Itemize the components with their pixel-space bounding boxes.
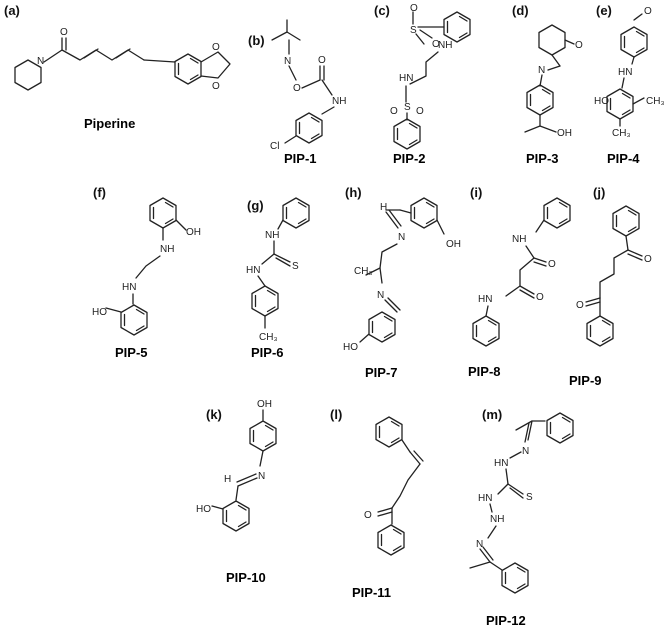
atom-label: HN: [478, 294, 492, 305]
compound-name: PIP-12: [486, 613, 526, 628]
atom-label: N: [284, 56, 291, 67]
atom-label: OH: [557, 128, 572, 139]
atom-label: O: [212, 81, 220, 92]
panel-e: (e) O HN HO CH₃ CH₃ PIP-4: [594, 3, 665, 166]
atom-label: H: [380, 202, 387, 213]
atom-label: HO: [594, 96, 609, 107]
panel-letter-g: (g): [247, 198, 264, 213]
atom-label: N: [522, 446, 529, 457]
atom-label: NH: [438, 40, 452, 51]
compound-name: PIP-9: [569, 373, 602, 388]
panel-letter-m: (m): [482, 407, 502, 422]
atom-label: HN: [478, 493, 492, 504]
atom-label: NH: [265, 230, 279, 241]
atom-label: O: [364, 510, 372, 521]
panel-letter-l: (l): [330, 407, 342, 422]
panel-m: (m) N HN S HN NH N PIP-12: [469, 407, 574, 628]
atom-label: O: [212, 42, 220, 53]
panel-j: (j) O O PIP-9: [569, 185, 652, 388]
atom-label: HN: [494, 458, 508, 469]
atom-label: N: [476, 539, 483, 550]
panel-c: (c) S O O NH HN S O O PIP-2: [374, 3, 471, 166]
atom-label: O: [410, 3, 418, 14]
atom-label: NH: [490, 514, 504, 525]
atom-label: O: [318, 55, 326, 66]
panel-letter-h: (h): [345, 185, 362, 200]
atom-label: O: [416, 106, 424, 117]
atom-label: O: [644, 254, 652, 265]
panel-k: (k) OH N H HO PIP-10: [196, 399, 277, 585]
atom-label: CH₃: [612, 128, 631, 139]
atom-label: N: [398, 232, 405, 243]
atom-label: N: [377, 290, 384, 301]
panel-letter-b: (b): [248, 33, 265, 48]
atom-label: Cl: [270, 141, 279, 152]
atom-label: HN: [399, 73, 413, 84]
panel-a: (a) N O O O Piperine: [4, 3, 231, 131]
atom-label: HO: [92, 307, 107, 318]
panel-h: (h) H OH N CH₃ N HO PIP-7: [343, 185, 461, 380]
atom-label: NH: [332, 96, 346, 107]
atom-label: N: [258, 471, 265, 482]
atom-label: OH: [446, 239, 461, 250]
panel-l: (l) O PIP-11: [330, 407, 424, 600]
compound-name: PIP-11: [352, 585, 391, 600]
atom-label: H: [224, 474, 231, 485]
atom-label: HO: [343, 342, 358, 353]
atom-label: S: [410, 25, 417, 36]
atom-label: S: [292, 261, 299, 272]
compound-name: PIP-2: [393, 151, 426, 166]
atom-label: CH₃: [646, 96, 665, 107]
atom-label: O: [293, 83, 301, 94]
compound-name: PIP-4: [607, 151, 640, 166]
panel-letter-i: (i): [470, 185, 482, 200]
atom-label: O: [576, 300, 584, 311]
compound-name: Piperine: [84, 116, 135, 131]
atom-label: OH: [257, 399, 272, 410]
atom-label: O: [390, 106, 398, 117]
panel-i: (i) NH O O HN PIP-8: [468, 185, 571, 379]
atom-label: O: [432, 39, 440, 50]
atom-label: O: [575, 40, 583, 51]
compound-name: PIP-5: [115, 345, 148, 360]
panel-letter-c: (c): [374, 3, 390, 18]
compound-name: PIP-6: [251, 345, 284, 360]
atom-label: HN: [618, 67, 632, 78]
panel-d: (d) O N OH PIP-3: [512, 3, 583, 166]
atom-label: O: [548, 259, 556, 270]
compound-name: PIP-10: [226, 570, 266, 585]
atom-label: HN: [122, 282, 136, 293]
compound-name: PIP-8: [468, 364, 501, 379]
atom-label: O: [60, 27, 68, 38]
panel-letter-e: (e): [596, 3, 612, 18]
panel-letter-f: (f): [93, 185, 106, 200]
panel-f: (f) OH NH HN HO PIP-5: [92, 185, 201, 360]
panel-letter-a: (a): [4, 3, 20, 18]
atom-label: O: [536, 292, 544, 303]
atom-label: HO: [196, 504, 211, 515]
atom-label: S: [404, 102, 411, 113]
atom-label: N: [37, 56, 44, 67]
atom-label: OH: [186, 227, 201, 238]
atom-label: N: [538, 65, 545, 76]
atom-label: CH₃: [259, 332, 278, 343]
atom-label: O: [644, 6, 652, 17]
atom-label: HN: [246, 265, 260, 276]
panel-g: (g) NH S HN CH₃ PIP-6: [246, 197, 310, 360]
atom-label: NH: [512, 234, 526, 245]
compound-name: PIP-7: [365, 365, 398, 380]
compound-name: PIP-3: [526, 151, 559, 166]
atom-label: CH₃: [354, 266, 373, 277]
atom-label: S: [526, 492, 533, 503]
panel-b: (b) N O O NH Cl PIP-1: [248, 19, 346, 166]
panel-letter-k: (k): [206, 407, 222, 422]
panel-letter-d: (d): [512, 3, 529, 18]
atom-label: NH: [160, 244, 174, 255]
compound-name: PIP-1: [284, 151, 317, 166]
panel-letter-j: (j): [593, 185, 605, 200]
